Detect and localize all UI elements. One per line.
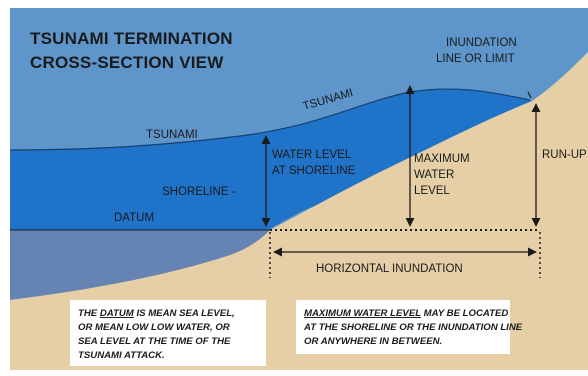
- max-water-label-line-3: LEVEL: [414, 185, 450, 197]
- inundation-label-line-1: INUNDATION: [446, 37, 517, 49]
- datum-note-line-2: OR MEAN LOW LOW WATER, OR: [78, 322, 230, 333]
- title-line-2: CROSS-SECTION VIEW: [30, 53, 224, 72]
- max-water-note-line-3: OR ANYWHERE IN BETWEEN.: [304, 336, 442, 347]
- horizontal-inundation-label: HORIZONTAL INUNDATION: [316, 263, 463, 275]
- run-up-label: RUN-UP: [542, 149, 587, 161]
- title-line-1: TSUNAMI TERMINATION: [30, 29, 233, 48]
- datum-note-box: [70, 300, 266, 366]
- tsunami-water-body: [10, 89, 532, 230]
- max-water-label-line-2: WATER: [414, 169, 454, 181]
- water-level-label-line-2: AT SHORELINE: [272, 165, 356, 177]
- water-surface-line: [9, 88, 531, 151]
- max-water-label-line-1: MAXIMUM: [414, 153, 470, 165]
- inundation-limit-pointer: [527, 91, 532, 99]
- inundation-label-line-2: LINE OR LIMIT: [436, 53, 515, 65]
- datum-note-line-4: TSUNAMI ATTACK.: [78, 350, 165, 361]
- max-water-note-line-1: MAXIMUM WATER LEVEL MAY BE LOCATED: [304, 308, 508, 319]
- tsunami-label-left: TSUNAMI: [146, 129, 198, 141]
- land-profile: [10, 52, 588, 370]
- max-water-note-box: [296, 300, 510, 354]
- shoreline-label: SHORELINE -: [162, 186, 236, 198]
- datum-note-line-3: SEA LEVEL AT THE TIME OF THE: [78, 336, 231, 347]
- max-water-note-line-2: AT THE SHORELINE OR THE INUNDATION LINE: [303, 322, 523, 333]
- datum-note-line-1: THE DATUM IS MEAN SEA LEVEL,: [78, 308, 235, 319]
- datum-label: DATUM: [114, 212, 154, 224]
- water-level-label-line-1: WATER LEVEL: [272, 149, 352, 161]
